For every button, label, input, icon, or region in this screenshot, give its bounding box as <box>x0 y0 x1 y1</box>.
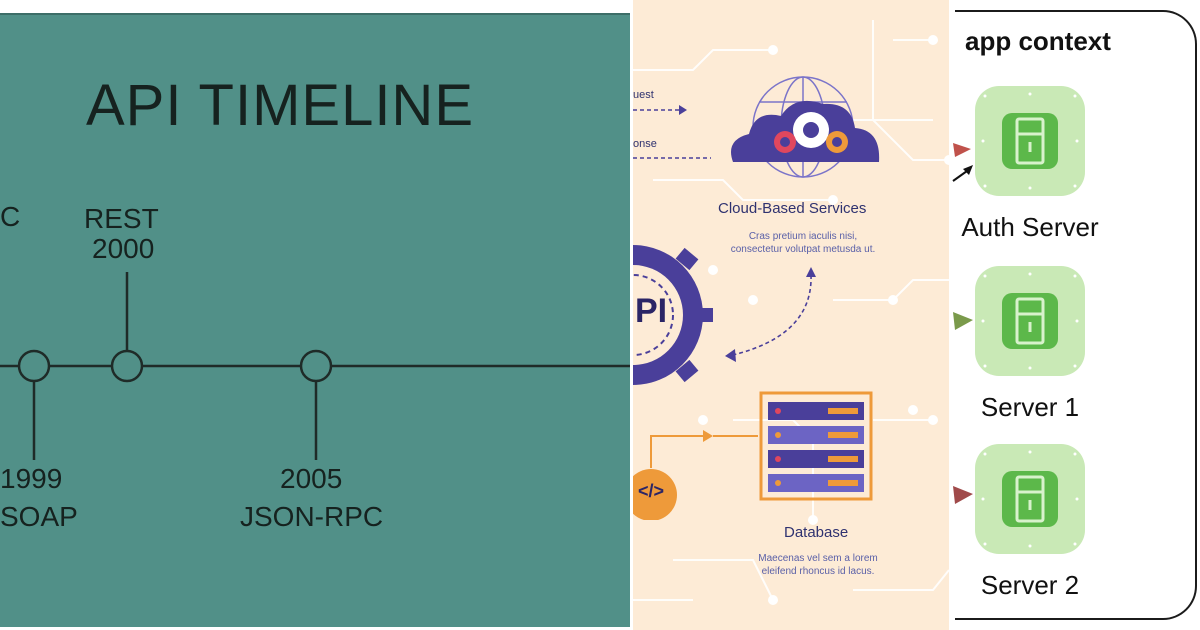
event-marker-2005 <box>299 349 333 383</box>
event-marker-1999 <box>17 349 51 383</box>
circuit-background <box>633 20 949 605</box>
response-arrow-label: onse <box>633 138 657 150</box>
app-context-frame <box>955 10 1197 620</box>
server-2-tile <box>975 444 1085 554</box>
partial-event-label: C <box>0 201 21 232</box>
incoming-arrow-server-2 <box>953 486 973 504</box>
request-arrow-label: uest <box>633 89 654 101</box>
database-description-line-2: eleifend rhoncus id lacus. <box>761 566 875 577</box>
auth-server-tile <box>975 86 1085 196</box>
database-icon <box>759 391 873 501</box>
incoming-arrows-auth <box>952 143 973 182</box>
event-marker-2000 <box>110 349 144 383</box>
code-icon: </> <box>637 481 665 501</box>
api-gear-icon <box>633 245 713 385</box>
cloud-services-title: Cloud-Based Services <box>718 200 867 217</box>
app-context-title: app context <box>965 26 1111 56</box>
database-title: Database <box>784 524 849 541</box>
timeline-graphic <box>0 272 630 460</box>
event-name-json-rpc: JSON-RPC <box>240 501 384 532</box>
cloud-services-description-line-1: Cras pretium iaculis nisi, <box>748 231 858 242</box>
code-connector <box>633 430 758 520</box>
cloud-services-description-line-2: consectetur volutpat metusda ut. <box>730 244 876 255</box>
api-timeline-panel: API TIMELINE C REST 2000 1999 SOAP 2005 … <box>0 13 630 627</box>
cloud-services-icon <box>731 76 880 178</box>
server-icon <box>981 450 1079 548</box>
event-year-2005: 2005 <box>280 463 343 494</box>
database-description-line-1: Maecenas vel sem a lorem <box>758 553 878 564</box>
server-1-label: Server 1 <box>980 392 1080 422</box>
api-infographic-panel: uest onse Cloud-Based Services Cras pret… <box>633 0 949 630</box>
timeline-title: API TIMELINE <box>85 73 475 138</box>
event-year-1999: 1999 <box>0 463 63 494</box>
request-response-arrows <box>633 105 711 159</box>
app-context-panel: app context Auth Server Server 1 <box>951 0 1200 630</box>
server-2-label: Server 2 <box>980 570 1080 600</box>
server-1-tile <box>975 266 1085 376</box>
timeline-background <box>0 13 630 627</box>
server-icon <box>981 92 1079 190</box>
event-name-rest: REST <box>84 203 159 234</box>
auth-server-label: Auth Server <box>961 212 1099 242</box>
server-icon <box>981 272 1079 370</box>
curved-dashed-arrow <box>725 267 816 362</box>
event-year-2000: 2000 <box>92 233 155 264</box>
event-name-soap: SOAP <box>0 501 78 532</box>
incoming-arrow-server-1 <box>953 312 973 330</box>
api-gear-label: PI <box>635 292 668 330</box>
